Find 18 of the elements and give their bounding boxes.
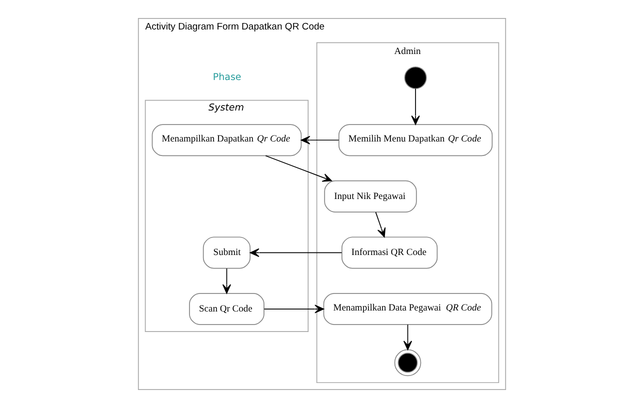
node-box: Input Nik Pegawai (324, 180, 417, 212)
arrow (403, 324, 412, 350)
arrow (250, 248, 342, 258)
node-box: Menampilkan Dapatkan Qr Code (152, 124, 302, 156)
node-box: Menampilkan Data Pegawai QR Code (323, 292, 492, 326)
arrow (264, 304, 324, 314)
node-box: Informasi QR Code (341, 236, 438, 269)
node-box: Submit (202, 236, 251, 269)
node-circle (404, 66, 427, 90)
label: Phase (212, 72, 242, 84)
node-bullseye (394, 349, 422, 376)
arrow (411, 88, 420, 125)
node-box: Memilih Menu Dapatkan Qr Code (338, 124, 493, 156)
arrow (375, 212, 386, 238)
arrow (222, 268, 232, 294)
arrow (300, 136, 340, 144)
node-box: Scan Qr Code (189, 292, 264, 326)
arrow (265, 155, 332, 182)
